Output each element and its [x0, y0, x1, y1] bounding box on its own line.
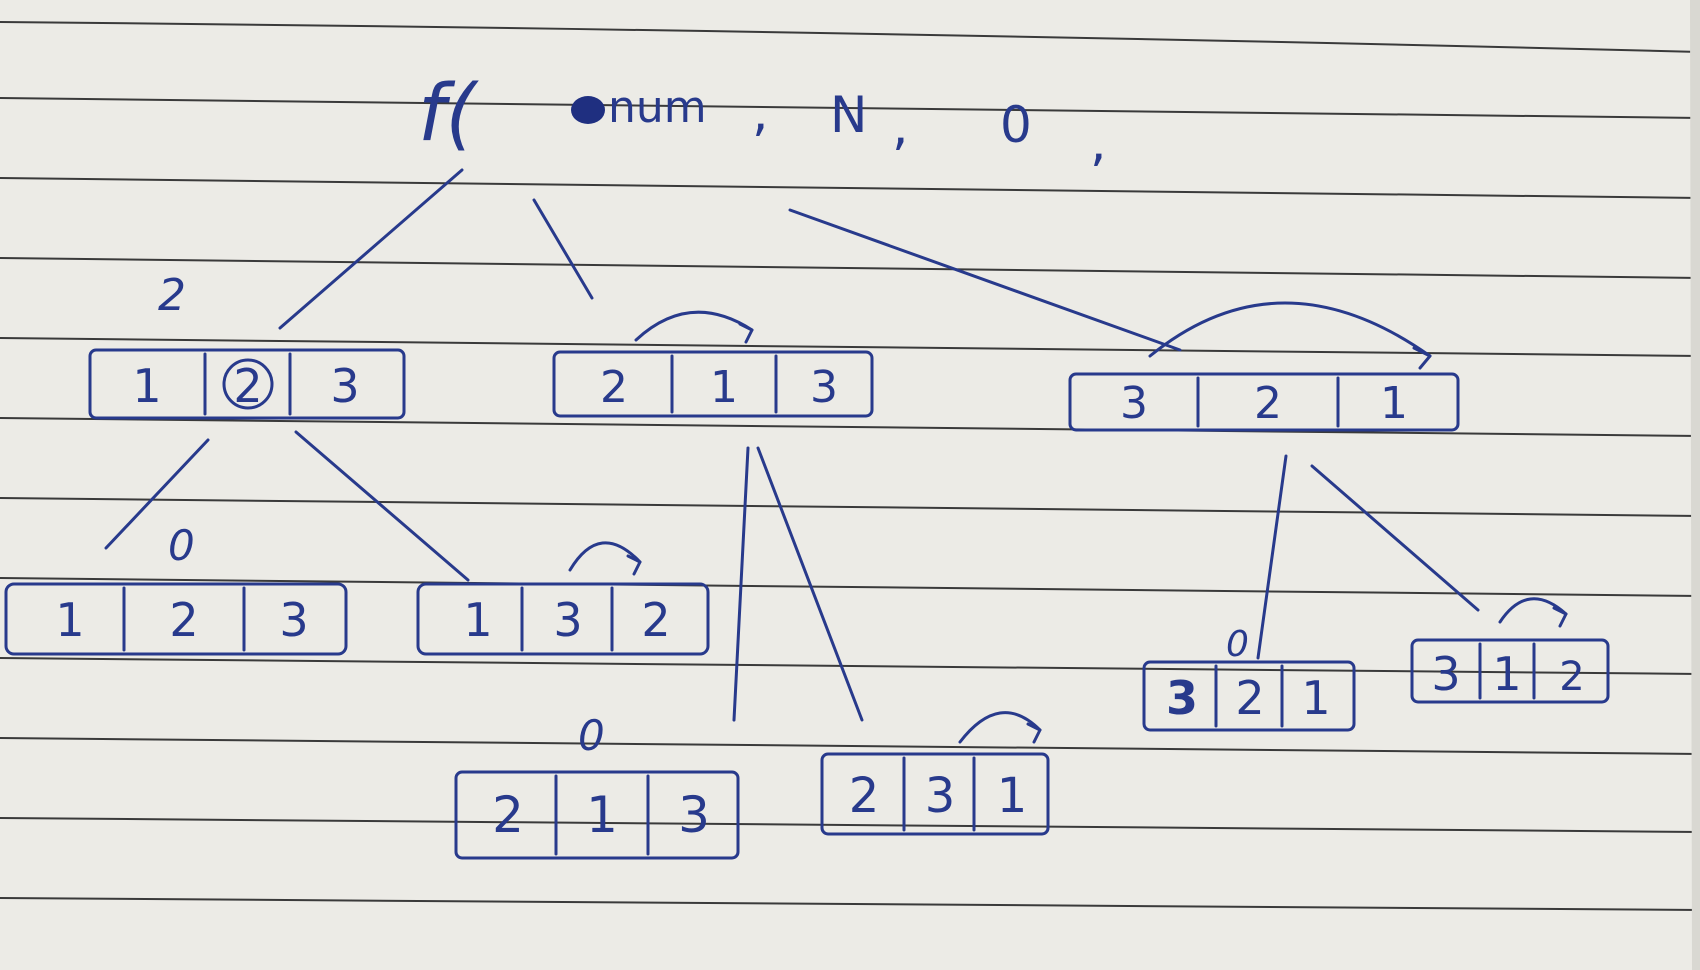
root-call-sep3: ,	[1090, 113, 1107, 173]
edge-a-to-a2	[294, 430, 470, 582]
swap-arrow-icon	[1498, 597, 1568, 628]
edge-c-to-c1	[1256, 454, 1288, 660]
filled-dot-icon	[571, 96, 605, 124]
cell: 1	[586, 786, 618, 844]
edge-a-to-a1	[104, 438, 210, 550]
cell: 2	[641, 593, 670, 647]
cell: 3	[925, 768, 956, 824]
edge-c-to-c2	[1310, 464, 1480, 612]
root-call: f( num , N , 0 ,	[418, 69, 1107, 173]
root-call-sep2: ,	[892, 97, 909, 157]
cell: 1	[1492, 647, 1521, 701]
swap-arrows	[568, 301, 1568, 744]
tree-edges	[104, 168, 1480, 722]
edge-b-to-b1	[732, 446, 750, 722]
cell: 3	[279, 593, 308, 647]
root-call-sep1: ,	[752, 83, 769, 143]
level2-array-a2: 1 3 2	[416, 582, 710, 656]
note-label: 0	[578, 711, 605, 760]
cell: 2	[1235, 671, 1264, 725]
level2-array-c1: 3 2 1 0	[1142, 624, 1356, 732]
swap-arrow-icon	[568, 541, 642, 576]
cell: 2	[1559, 654, 1584, 700]
level2-array-b1: 2 1 3 0	[454, 711, 740, 860]
root-call-arg2: N	[830, 86, 867, 144]
cell: 3	[1166, 671, 1198, 725]
cell: 2	[600, 362, 628, 413]
cell: 1	[997, 768, 1028, 824]
note-label: 2	[158, 270, 186, 321]
cell: 3	[810, 362, 838, 413]
cell: 2	[233, 359, 262, 413]
level1-array-c: 3 2 1	[1068, 372, 1460, 432]
swap-arrow-icon	[634, 310, 754, 344]
edge-root-to-a	[278, 168, 464, 330]
root-call-arg1: num	[608, 82, 707, 133]
swap-arrow-icon	[1148, 301, 1432, 370]
level1-array-b: 2 1 3	[552, 350, 874, 418]
edge-root-to-c	[788, 208, 1182, 352]
cell: 1	[55, 593, 84, 647]
cell: 2	[849, 768, 880, 824]
level1-array-a: 1 2 3 2	[88, 270, 406, 420]
level2-array-c2: 3 1 2	[1410, 638, 1610, 704]
cell: 1	[710, 362, 738, 413]
ruled-lines	[0, 21, 1700, 911]
swap-arrow-icon	[958, 711, 1042, 744]
cell: 3	[678, 786, 710, 844]
highlight-circle-icon	[222, 358, 274, 410]
cell: 2	[1254, 378, 1282, 429]
note-label: 0	[1226, 624, 1249, 665]
cell: 1	[463, 593, 492, 647]
level2-array-b2: 2 3 1	[820, 752, 1050, 836]
cell: 3	[1431, 647, 1460, 701]
cell: 1	[1380, 378, 1408, 429]
edge-root-to-b	[532, 198, 594, 300]
root-call-fn: f(	[418, 69, 479, 159]
cell: 2	[492, 786, 524, 844]
cell: 1	[1301, 671, 1330, 725]
root-call-arg3: 0	[1000, 96, 1032, 154]
cell: 3	[330, 359, 359, 413]
level2-array-a1: 1 2 3 0	[4, 521, 348, 656]
note-label: 0	[168, 521, 195, 570]
cell: 1	[132, 359, 161, 413]
edge-b-to-b2	[756, 446, 864, 722]
cell: 3	[553, 593, 582, 647]
page-edge	[1690, 0, 1700, 970]
cell: 3	[1120, 378, 1148, 429]
cell: 2	[169, 593, 198, 647]
